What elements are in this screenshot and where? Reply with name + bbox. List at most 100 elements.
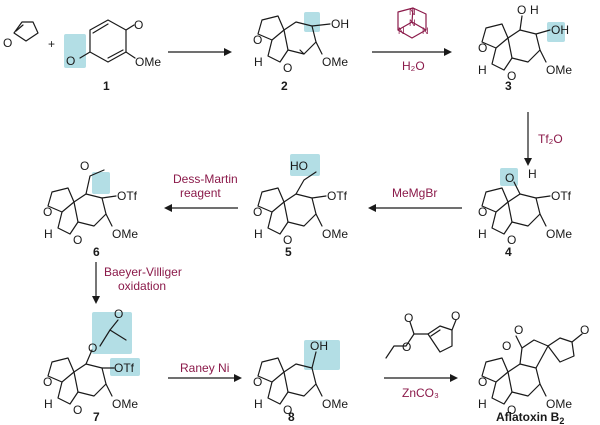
aflatoxin-ome: OMe [546,397,572,411]
compound-5-h: H [254,227,263,241]
arrow-4-to-5 [368,204,462,212]
compound-5-o-ring: O [253,205,262,219]
compound-3-label: 3 [505,79,512,93]
reagent-step3: H₂O [402,59,425,73]
compound-6-h: H [44,227,53,241]
arrow-1-to-2 [168,48,232,56]
compound-5-ome: OMe [322,227,348,241]
compound-6-o-ring: O [43,205,52,219]
compound-4-ald-o: O [505,171,514,185]
compound-8-h: H [254,397,263,411]
aflatoxin-o-ring: O [502,339,511,353]
compound-3-ald-h: H [530,3,539,17]
compound-7-ome: OMe [112,397,138,411]
compound-3-ald-o: O [517,3,526,17]
hexamine-structure [397,7,427,39]
compound-7-o-ring: O [43,375,52,389]
compound-8-label: 8 [288,410,295,424]
aflatoxin-label-name: Aflatoxin B [496,410,560,424]
compound-3-oh: OH [551,23,569,37]
compound-3-h: H [478,63,487,77]
compound-7-ac-o2: O [88,341,97,355]
compound-5-o-bridge: O [283,233,292,247]
compound-6-structure [47,169,117,235]
compound-2-label: 2 [281,79,288,93]
compound-4-label: 4 [505,245,512,259]
compound-3-o-ring: O [478,41,487,55]
compound-7-ac-o: O [114,307,123,321]
compound-4-ome: OMe [546,227,572,241]
compound-4-structure [481,168,551,235]
compound-6-ket-o: O [80,159,89,173]
compound-4-ald-h: H [528,167,537,181]
aflatoxin-label: Aflatoxin B2 [496,410,564,425]
compound-1-label: 1 [103,79,110,93]
reagent-step8: Raney Ni [180,361,229,375]
compound-4-o-ring: O [478,205,487,219]
aflatoxin-o-bridge: O [507,403,516,417]
compound-6-o-bridge: O [73,233,82,247]
compound-2-ome: OMe [322,55,348,69]
compound-3-structure [481,15,565,71]
aflatoxin-o-furan: O [478,375,487,389]
compound-7-otf: OTf [114,361,135,375]
compound-8-o-bridge: O [283,403,292,417]
plus-sign: + [48,37,55,51]
compound-3-o-bridge: O [507,69,516,83]
arrow-2-to-3 [372,48,452,56]
compound-1-o-top: O [134,18,143,32]
ester-o-alkoxy: O [402,340,411,354]
aflatoxin-b2-structure [481,333,583,405]
reagent-step9: ZnCO₃ [402,386,439,400]
arrow-3-to-4 [524,112,532,166]
compound-5-label: 5 [285,245,292,259]
cyclopentenone-o: O [451,309,460,323]
dihydrofuran [13,21,39,42]
compound-7-o-bridge: O [73,403,82,417]
compound-6-ome: OMe [112,227,138,241]
compound-2-structure [257,12,331,63]
reagent-step7a: Baeyer-Villiger [104,265,182,279]
compound-7-label: 7 [93,410,100,424]
compound-1-structure [64,19,136,68]
compound-3-ome: OMe [546,63,572,77]
compound-2-o-bridge: O [283,61,292,75]
ester-o-carbonyl: O [404,311,413,325]
hexamine-n2: N [398,26,405,36]
reagent-step4: Tf₂O [538,132,563,146]
hexamine-n1: N [409,7,416,17]
compound-1-o-left: O [66,54,75,68]
reagent-step6a: Dess-Martin [173,172,238,186]
compound-5-otf: OTf [327,189,348,203]
cyclopentenone-ester-structure [385,319,457,359]
hexamine-n4: N [409,18,416,28]
compound-7-structure [47,312,140,405]
aflatoxin-label-sub: 2 [559,416,564,425]
arrow-6-to-7 [92,262,100,304]
compound-5-structure [257,154,327,235]
compound-7-h: H [44,397,53,411]
hexamine-n3: N [422,26,429,36]
reagent-step6b: reagent [180,186,221,200]
compound-4-otf: OTf [551,189,572,203]
compound-6-otf: OTf [117,189,138,203]
compound-6-label: 6 [93,245,100,259]
aflatoxin-h: H [478,397,487,411]
compound-8-o-ring: O [253,375,262,389]
reagent-step5: MeMgBr [392,186,437,200]
arrow-8-to-aflatoxin [384,374,458,382]
compound-4-h: H [478,227,487,241]
compound-8-structure [257,340,340,405]
compound-2-o-ring: O [253,33,262,47]
compound-2-h: H [254,55,263,69]
compound-8-ome: OMe [322,397,348,411]
compound-2-oh: OH [331,17,349,31]
compound-4-o-bridge: O [507,233,516,247]
aflatoxin-o-ketone: O [580,323,589,337]
arrow-5-to-6 [164,204,238,212]
reagent-step7b: oxidation [118,279,166,293]
compound-8-oh: OH [310,339,328,353]
compound-5-ho: HO [290,159,308,173]
compound-1-ome: OMe [135,55,161,69]
